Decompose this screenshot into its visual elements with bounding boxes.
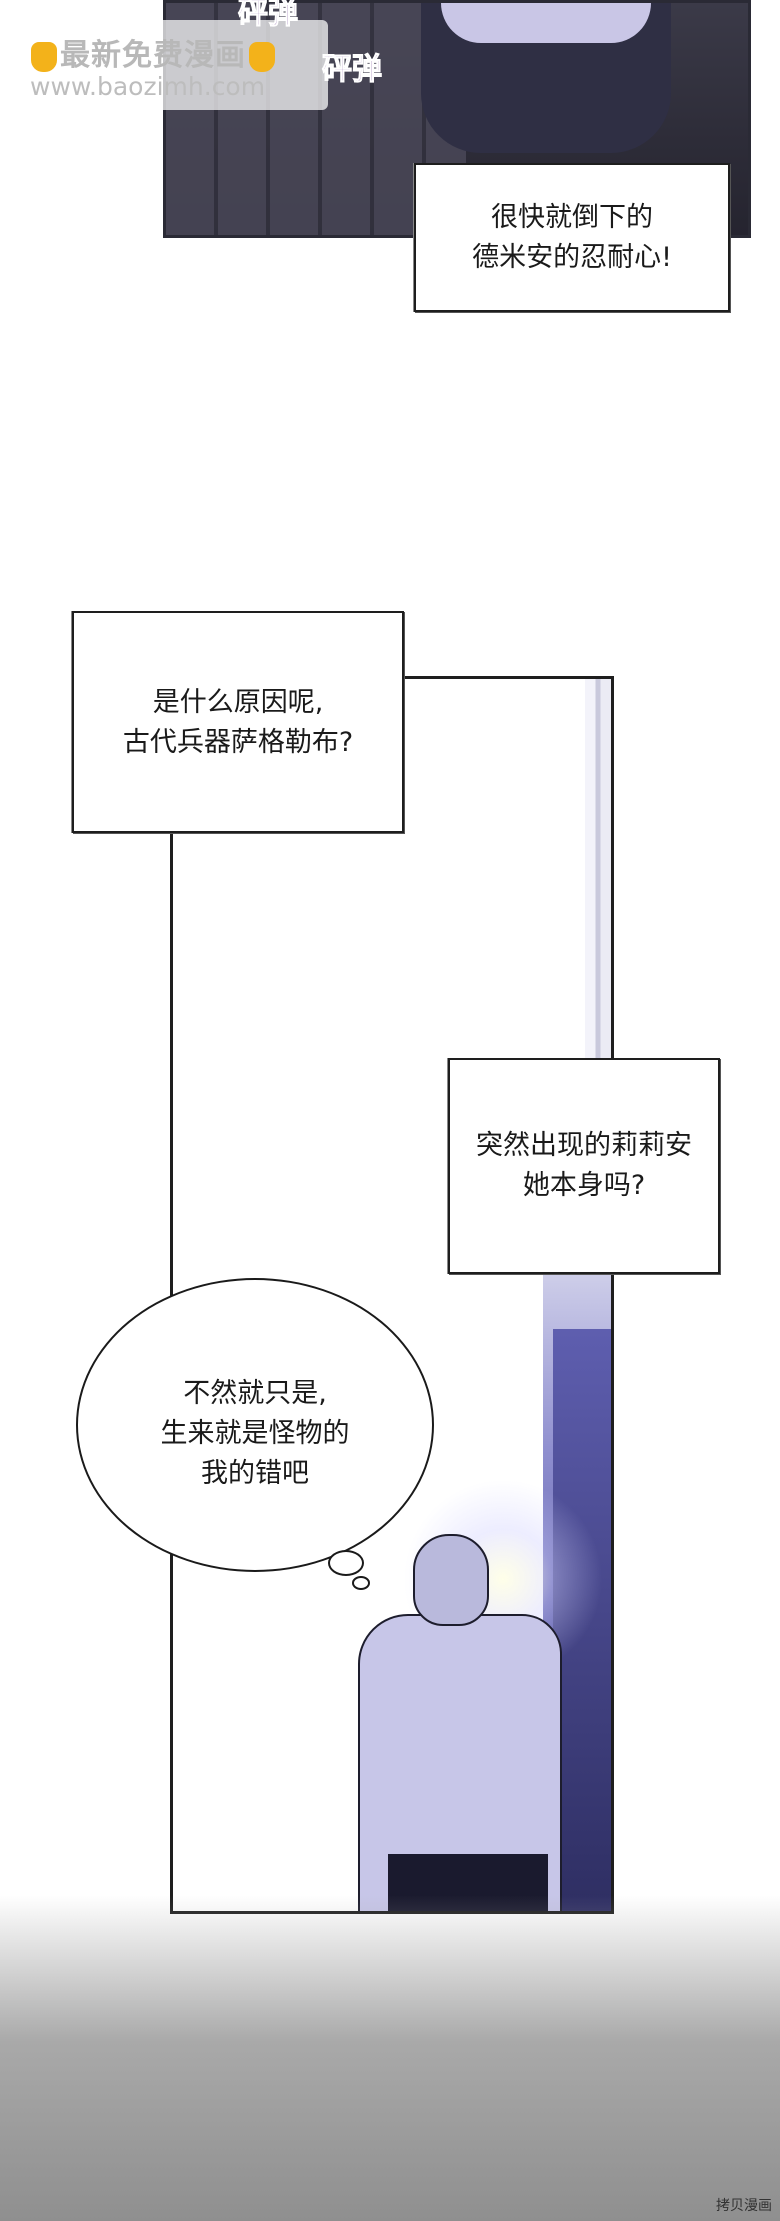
- character-head: [413, 1534, 489, 1626]
- sound-effect: 砰弹: [322, 52, 383, 88]
- pointing-hand-icon: [249, 41, 275, 72]
- thought-bubble-tail: [352, 1576, 370, 1590]
- credit-label: 拷贝漫画: [716, 2198, 772, 2214]
- caption-line: 德米安的忍耐心!: [472, 242, 672, 273]
- character-shirt: [441, 3, 651, 43]
- thought-line: 我的错吧: [201, 1458, 309, 1489]
- watermark-title: 最新免费漫画: [28, 30, 278, 74]
- watermark-url: www.baozimh.com: [30, 72, 266, 101]
- caption-line: 很快就倒下的: [491, 202, 653, 233]
- thought-text: 不然就只是, 生来就是怪物的 我的错吧: [78, 1374, 432, 1494]
- sound-effect: 砰弹: [238, 0, 299, 32]
- caption-box-question1: 是什么原因呢, 古代兵器萨格勒布?: [72, 611, 404, 833]
- thought-bubble-tail: [328, 1550, 364, 1576]
- thought-line: 不然就只是,: [183, 1378, 327, 1409]
- main-comic-panel: [170, 676, 614, 1914]
- pointing-hand-icon: [31, 41, 57, 72]
- watermark-box: [18, 20, 328, 110]
- thought-line: 生来就是怪物的: [160, 1418, 350, 1449]
- bottom-gradient: [0, 1895, 780, 2221]
- caption-line: 突然出现的莉莉安: [476, 1130, 692, 1161]
- caption-box-question2: 突然出现的莉莉安 她本身吗?: [448, 1058, 720, 1274]
- caption-line: 古代兵器萨格勒布?: [122, 727, 354, 758]
- caption-box-top: 很快就倒下的 德米安的忍耐心!: [414, 163, 730, 312]
- caption-line: 是什么原因呢,: [152, 687, 324, 718]
- caption-line: 她本身吗?: [522, 1170, 646, 1201]
- thought-bubble: 不然就只是, 生来就是怪物的 我的错吧: [76, 1278, 434, 1572]
